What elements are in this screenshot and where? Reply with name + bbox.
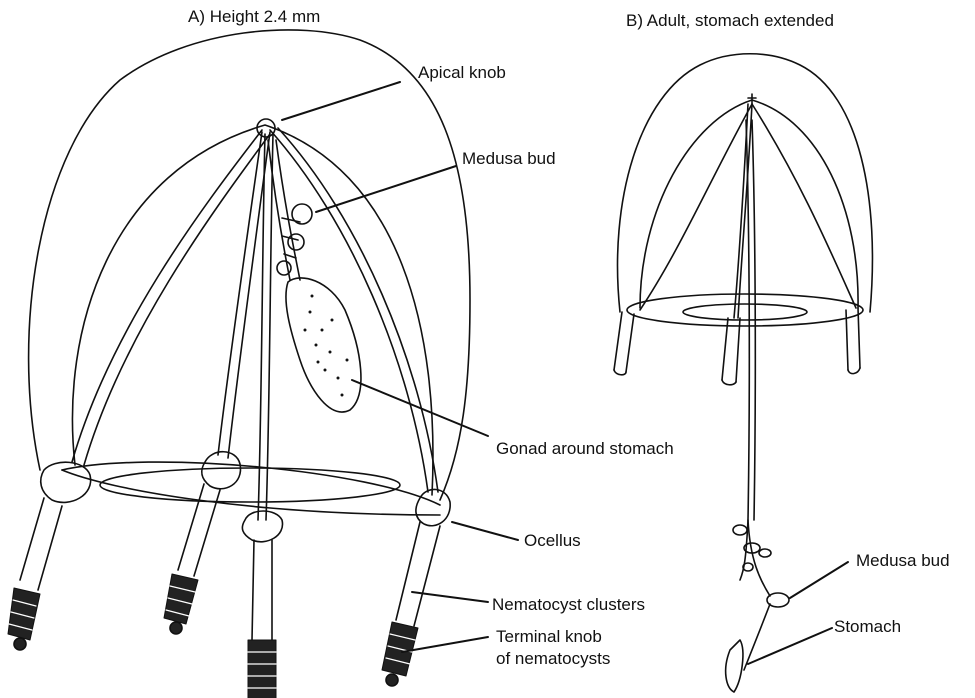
gonad-a xyxy=(286,278,361,412)
bell-outline-a xyxy=(29,30,470,500)
stomach-b xyxy=(726,640,743,692)
label-terminal-knob-line1: Terminal knob xyxy=(496,626,602,647)
label-nematocyst-clusters: Nematocyst clusters xyxy=(492,594,645,615)
label-medusa-bud-a: Medusa bud xyxy=(462,148,556,169)
label-ocellus: Ocellus xyxy=(524,530,581,551)
manubrium-b xyxy=(740,120,749,580)
leader-lines xyxy=(282,82,848,664)
label-apical-knob: Apical knob xyxy=(418,62,506,83)
label-medusa-bud-b: Medusa bud xyxy=(856,550,950,571)
panel-b-title: B) Adult, stomach extended xyxy=(626,10,834,31)
panel-a-title: A) Height 2.4 mm xyxy=(188,6,320,27)
label-gonad: Gonad around stomach xyxy=(496,438,674,459)
panel-a-medusa-drawing xyxy=(8,30,470,698)
panel-b-medusa-drawing xyxy=(614,54,872,692)
label-terminal-knob-line2: of nematocysts xyxy=(496,648,610,669)
label-stomach: Stomach xyxy=(834,616,901,637)
